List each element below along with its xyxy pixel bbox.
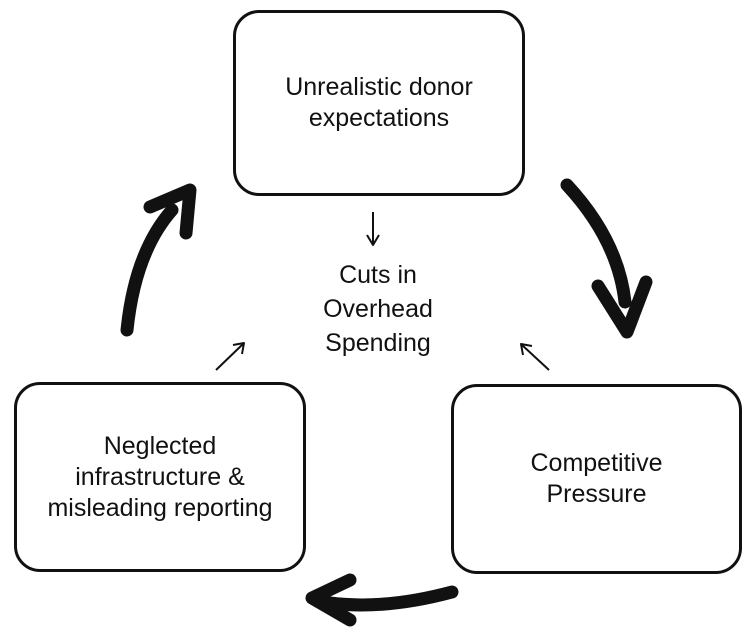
node-competitive-pressure: Competitive Pressure bbox=[451, 384, 742, 574]
node-neglected-infrastructure: Neglected infrastructure & misleading re… bbox=[14, 382, 306, 572]
node-label: Neglected infrastructure & misleading re… bbox=[47, 431, 273, 522]
cycle-arrow-right-to-left bbox=[305, 573, 459, 627]
node-unrealistic-donor-expectations: Unrealistic donor expectations bbox=[233, 10, 525, 196]
center-node-cuts-in-overhead-spending: Cuts in Overhead Spending bbox=[323, 261, 433, 357]
node-label: Competitive Pressure bbox=[530, 449, 663, 508]
thin-arrow-left-to-center bbox=[215, 342, 245, 371]
thin-arrow-right-to-center bbox=[520, 343, 550, 371]
cycle-arrow-top-to-right bbox=[560, 178, 653, 339]
thin-arrow-top-to-center bbox=[366, 212, 380, 246]
node-label: Unrealistic donor expectations bbox=[285, 73, 473, 132]
cycle-arrow-left-to-top bbox=[120, 183, 197, 337]
